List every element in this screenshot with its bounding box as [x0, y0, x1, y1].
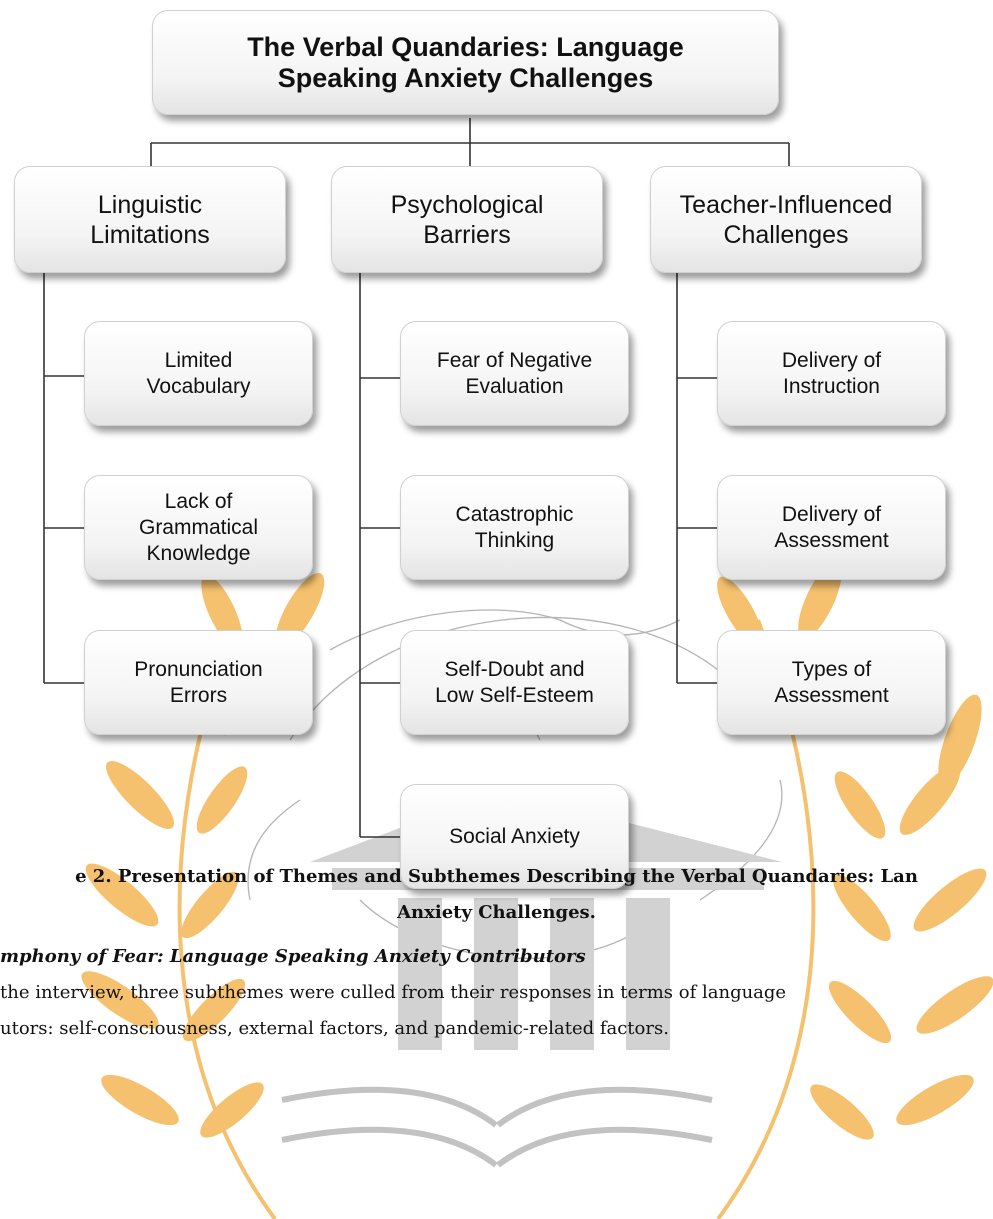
root-node: The Verbal Quandaries: Language Speaking…: [152, 10, 779, 115]
subtheme-label: Self-Doubt and Low Self-Esteem: [435, 657, 594, 707]
subtheme-node-limited-vocabulary: Limited Vocabulary: [84, 321, 313, 426]
subtheme-label: Delivery of Instruction: [781, 348, 882, 398]
theme-node-linguistic-limitations: Linguistic Limitations: [14, 166, 286, 273]
theme-label: Psychological Barriers: [390, 190, 544, 249]
subtheme-node-fear-of-negative-evaluation: Fear of Negative Evaluation: [400, 321, 629, 426]
subtheme-label: Limited Vocabulary: [146, 348, 251, 398]
subtheme-node-delivery-of-instruction: Delivery of Instruction: [717, 321, 946, 426]
theme-label: Teacher-Influenced Challenges: [679, 190, 893, 249]
open-book-icon: [281, 1086, 713, 1168]
theme-label: Linguistic Limitations: [90, 190, 210, 249]
figure-caption-line-2: Anxiety Challenges.: [397, 902, 596, 923]
section-heading: mphony of Fear: Language Speaking Anxiet…: [0, 946, 586, 967]
subtheme-label: Catastrophic Thinking: [455, 502, 574, 552]
paragraph-line-2: utors: self-consciousness, external fact…: [0, 1018, 669, 1039]
subtheme-label: Pronunciation Errors: [134, 657, 263, 707]
theme-node-psychological-barriers: Psychological Barriers: [331, 166, 603, 273]
subtheme-node-self-doubt-and-low-self-esteem: Self-Doubt and Low Self-Esteem: [400, 630, 629, 735]
subtheme-node-types-of-assessment: Types of Assessment: [717, 630, 946, 735]
subtheme-node-catastrophic-thinking: Catastrophic Thinking: [400, 475, 629, 580]
subtheme-node-delivery-of-assessment: Delivery of Assessment: [717, 475, 946, 580]
subtheme-label: Types of Assessment: [774, 657, 889, 707]
subtheme-label: Delivery of Assessment: [774, 502, 889, 552]
theme-node-teacher-influenced-challenges: Teacher-Influenced Challenges: [650, 166, 922, 273]
root-node-label: The Verbal Quandaries: Language Speaking…: [247, 31, 684, 93]
subtheme-node-pronunciation-errors: Pronunciation Errors: [84, 630, 313, 735]
paragraph-line-1: the interview, three subthemes were cull…: [0, 982, 787, 1003]
subtheme-node-social-anxiety: Social Anxiety: [400, 784, 629, 889]
subtheme-label: Social Anxiety: [449, 824, 580, 848]
subtheme-label: Fear of Negative Evaluation: [436, 348, 593, 398]
subtheme-label: Lack of Grammatical Knowledge: [138, 489, 259, 565]
figure-caption-line-1: e 2. Presentation of Themes and Subtheme…: [75, 866, 918, 887]
subtheme-node-lack-of-grammatical-knowledge: Lack of Grammatical Knowledge: [84, 475, 313, 580]
